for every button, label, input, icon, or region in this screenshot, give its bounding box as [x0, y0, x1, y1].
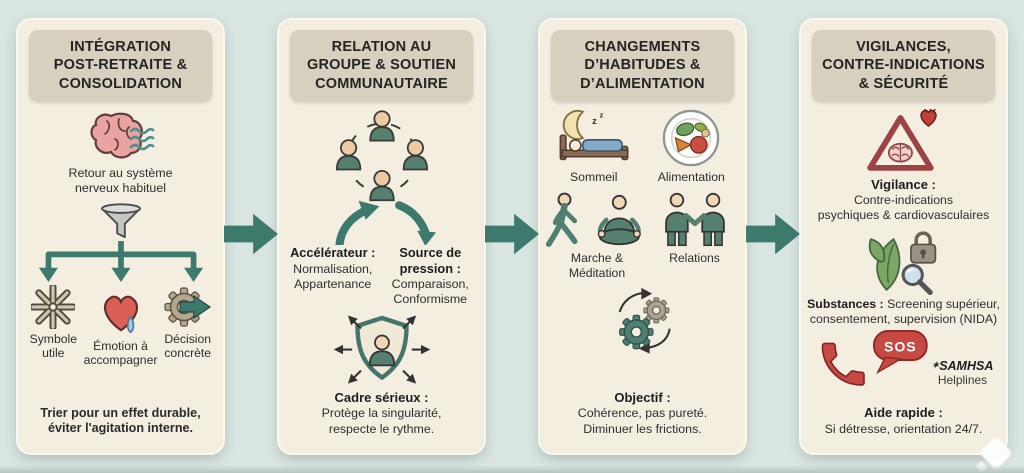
diverging-arrows-icon	[335, 200, 436, 246]
sorting-items-row: Symbole utile Émotion à accompagner	[23, 285, 218, 368]
group-circle-icon	[335, 110, 428, 201]
substances-leaf-lock-magnifier-icon	[868, 231, 936, 295]
title-line: VIGILANCES,	[856, 39, 951, 55]
aide-heading: Aide rapide :	[864, 405, 943, 421]
samhsa-block: ✶SAMHSA Helplines	[932, 359, 994, 387]
cadre-body: Protège la singularité, respecte le ryth…	[321, 406, 442, 436]
title-line: GROUPE & SOUTIEN	[306, 57, 457, 74]
flow-arrow-3	[746, 213, 800, 255]
panel-vigilances-title: VIGILANCES, CONTRE-INDICATIONS & SÉCURIT…	[812, 30, 995, 101]
emotion-item: Émotion à accompagner	[83, 285, 158, 368]
panel-integration-footer: Trier pour un effet durable, éviter l'ag…	[40, 405, 201, 436]
flow-arrow-1	[224, 213, 278, 255]
symbol-item: Symbole utile	[23, 285, 84, 368]
walk-meditate-icon	[545, 192, 641, 248]
title-line: D’ALIMENTATION	[580, 75, 705, 92]
pression-heading: Source de pression :	[399, 245, 462, 276]
marche-meditation-label: Marche & Méditation	[568, 251, 626, 280]
phone-sos-icon: SOS	[821, 330, 928, 387]
aide-body: Si détresse, orientation 24/7.	[824, 421, 983, 436]
vigilance-heading: Vigilance :	[871, 176, 936, 192]
emotion-label: Émotion à accompagner	[83, 339, 158, 368]
panel-vigilances-footer: Aide rapide : Si détresse, orientation 2…	[821, 405, 987, 437]
decision-item: Décision concrète	[157, 285, 218, 368]
bottom-shadow-edge	[0, 465, 1024, 473]
decision-label: Décision concrète	[164, 332, 212, 361]
heart-tear-icon	[103, 295, 138, 334]
accelerateur-body: Normalisation, Appartenance	[293, 261, 373, 291]
title-line: INTÉGRATION	[69, 39, 171, 55]
sos-row: SOS ✶SAMHSA Helplines	[814, 329, 994, 395]
objectif-body: Cohérence, pas pureté. Diminuer les fric…	[577, 406, 708, 436]
sleep-moon-bed-icon: z z	[559, 109, 629, 161]
title-line: COMMUNAUTAIRE	[315, 75, 448, 92]
habits-row-2: Marche & Méditation Relations	[545, 192, 740, 280]
vigilance-line-2: psychiques & cardiovasculaires	[817, 207, 990, 222]
shield-person-icon	[333, 312, 430, 387]
relations-people-icon	[664, 193, 725, 247]
relations-label: Relations	[669, 251, 720, 266]
accelerateur-heading: Accélérateur :	[290, 245, 376, 261]
sommeil-label: Sommeil	[570, 169, 618, 184]
panel-groupe: RELATION AU GROUPE & SOUTIEN COMMUNAUTAI…	[279, 20, 484, 453]
panel-vigilances: VIGILANCES, CONTRE-INDICATIONS & SÉCURIT…	[801, 20, 1006, 453]
brain-waves-icon	[89, 112, 154, 159]
group-text-columns: Accélérateur : Normalisation, Appartenan…	[284, 245, 479, 306]
panel-integration: INTÉGRATION POST-RETRAITE & CONSOLIDATIO…	[18, 20, 223, 453]
habits-row-1: z z Sommeil	[545, 109, 740, 184]
title-line: CONSOLIDATION	[58, 75, 183, 92]
branch-arrows-icon	[38, 241, 203, 283]
panel-groupe-title: RELATION AU GROUPE & SOUTIEN COMMUNAUTAI…	[290, 30, 473, 101]
substances-body: Screening supérieur, consentement, super…	[809, 296, 1000, 327]
relations-item: Relations	[649, 192, 740, 280]
symbol-star-icon	[31, 285, 75, 329]
marche-meditation-item: Marche & Méditation	[545, 192, 649, 280]
panel-groupe-footer: Cadre sérieux : Protège la singularité, …	[303, 390, 461, 437]
pression-body: Comparaison, Conformisme	[391, 277, 469, 307]
food-plate-icon	[663, 109, 720, 167]
svg-text:SOS: SOS	[884, 339, 917, 355]
substances-heading: Substances :	[807, 296, 884, 311]
vigilance-block: Vigilance : Contre-indications psychique…	[818, 177, 990, 223]
title-line: RELATION AU	[331, 39, 432, 55]
title-line: D’HABITUDES &	[584, 57, 701, 74]
funnel-icon	[100, 203, 141, 239]
title-line: & SÉCURITÉ	[858, 75, 949, 92]
samhsa-sub: Helplines	[937, 373, 988, 388]
samhsa-logo-glyph: ✶	[931, 360, 940, 371]
panel-integration-title: INTÉGRATION POST-RETRAITE & CONSOLIDATIO…	[29, 30, 212, 101]
panel-habitudes-footer: Objectif : Cohérence, pas pureté. Diminu…	[556, 390, 729, 437]
svg-text:z: z	[599, 110, 603, 119]
title-line: POST-RETRAITE &	[53, 57, 188, 74]
accelerateur-column: Accélérateur : Normalisation, Appartenan…	[284, 245, 382, 306]
symbol-label: Symbole utile	[29, 332, 77, 361]
panel-habitudes: CHANGEMENTS D’HABITUDES & D’ALIMENTATION…	[540, 20, 745, 453]
title-line: CONTRE-INDICATIONS	[822, 57, 985, 74]
alimentation-label: Alimentation	[657, 169, 725, 184]
cycle-gears-icon	[618, 287, 671, 354]
flow-arrow-2	[485, 213, 539, 255]
svg-text:z: z	[592, 116, 597, 126]
vigilance-line-1: Contre-indications	[853, 192, 954, 207]
panel-habitudes-title: CHANGEMENTS D’HABITUDES & D’ALIMENTATION	[551, 30, 734, 101]
pression-column: Source de pression : Comparaison, Confor…	[382, 245, 480, 306]
alimentation-item: Alimentation	[643, 109, 741, 184]
substances-text: Substances : Screening supérieur, consen…	[806, 297, 1001, 328]
cadre-heading: Cadre sérieux :	[334, 389, 429, 405]
alert-triangle-brain-heart-icon	[866, 108, 937, 171]
title-line: CHANGEMENTS	[584, 39, 701, 55]
sommeil-item: z z Sommeil	[545, 109, 643, 184]
objectif-heading: Objectif :	[614, 389, 671, 405]
samhsa-name: ✶SAMHSA	[931, 359, 994, 374]
decision-gear-arrow-icon	[164, 287, 211, 327]
brain-caption: Retour au système nerveux habituel	[68, 165, 173, 195]
